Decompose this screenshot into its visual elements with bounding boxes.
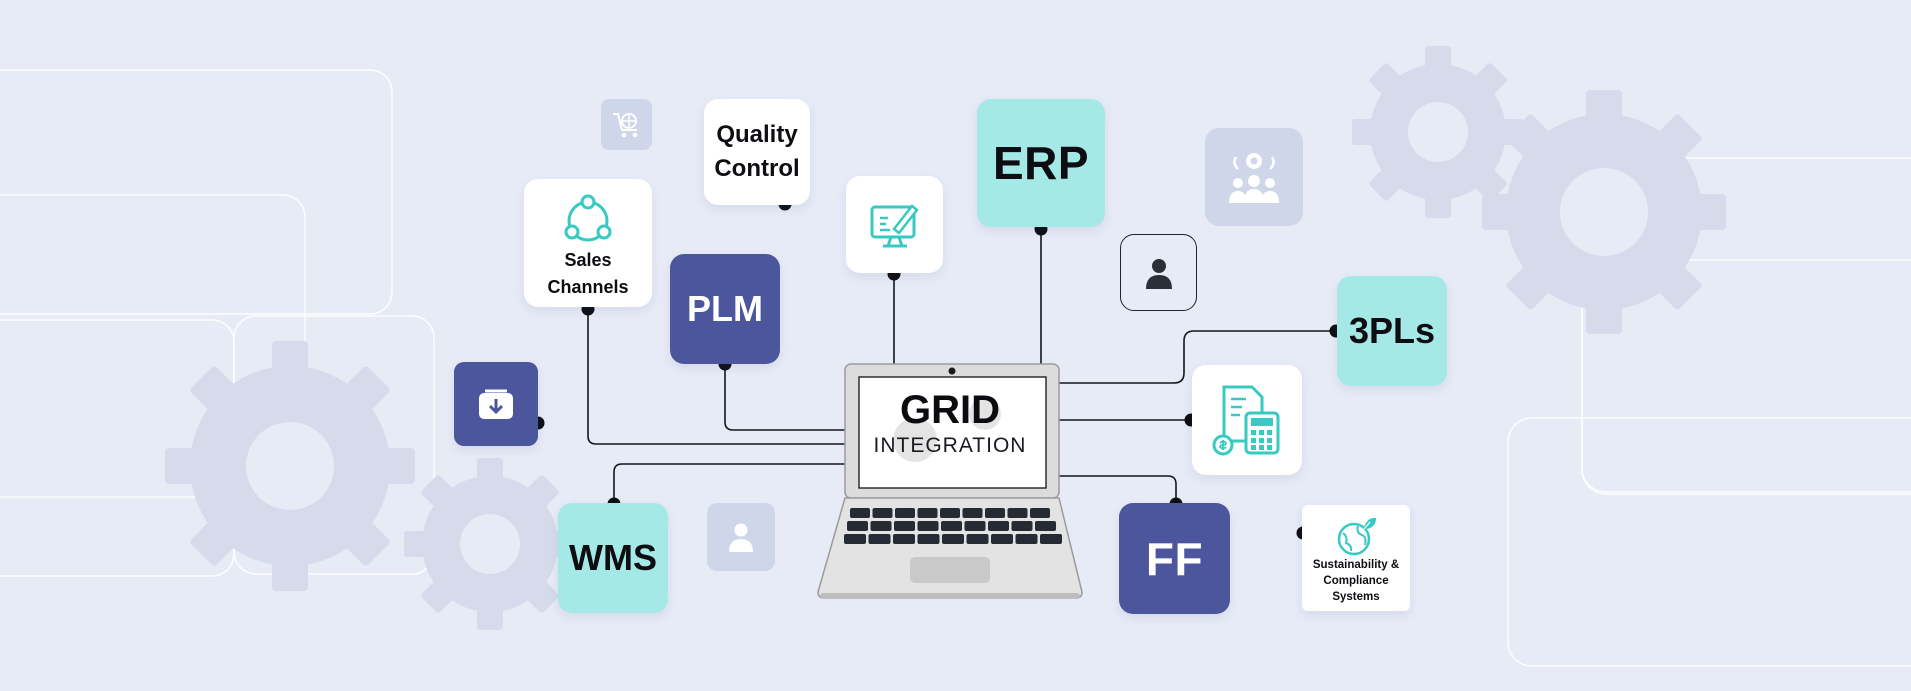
node-label-line: Control [714, 155, 800, 182]
node-sales-channels: Sales Channels [524, 179, 652, 307]
node-quality-control: Quality Control [704, 99, 810, 205]
keyboard-key [966, 534, 989, 544]
laptop-title: GRID [900, 388, 1000, 432]
keyboard-key [894, 521, 915, 531]
keyboard-key [844, 534, 866, 544]
download-box-icon [479, 389, 513, 419]
user-tile [1120, 234, 1197, 311]
keyboard-key [940, 508, 960, 518]
connector-wms [613, 463, 846, 504]
keyboard-key [893, 534, 915, 544]
invoice-tile [1192, 365, 1302, 475]
node-sustainability: Sustainability & Compliance Systems [1302, 505, 1410, 611]
keyboard-key [872, 508, 893, 518]
laptop-subtitle: INTEGRATION [873, 434, 1027, 457]
person-tile [707, 503, 775, 571]
node-ff: FF [1119, 503, 1230, 614]
keyboard-key [1030, 508, 1050, 518]
keyboard-key [964, 521, 986, 531]
node-label-line: Quality [716, 121, 798, 148]
node-label: FF [1145, 532, 1204, 585]
person-icon [729, 523, 753, 552]
node-label: ERP [992, 137, 1090, 189]
node-label-line: Sales [564, 250, 612, 270]
keyboard-key [917, 534, 940, 544]
keyboard-key [1035, 521, 1056, 531]
node-plm: PLM [670, 254, 780, 364]
node-3pls: 3PLs [1337, 276, 1447, 386]
keyboard-key [1015, 534, 1038, 544]
node-label-line: Compliance [1323, 575, 1389, 587]
node-label-line: Sustainability & [1312, 559, 1400, 571]
cart-tile [601, 99, 652, 150]
keyboard-key [942, 534, 964, 544]
keyboard-key [1040, 534, 1062, 544]
network-nodes-icon [564, 194, 612, 242]
keyboard-key [1007, 508, 1028, 518]
keyboard-key [917, 508, 938, 518]
keyboard-key [868, 534, 891, 544]
shopping-cart-globe-icon [612, 112, 637, 137]
download-tile [454, 362, 538, 446]
connector-3pls [1058, 330, 1336, 384]
node-label: 3PLs [1348, 310, 1436, 351]
keyboard-key [847, 521, 868, 531]
keyboard-key [962, 508, 983, 518]
keyboard-key [917, 521, 939, 531]
team-gear-icon [1229, 153, 1279, 203]
eco-globe-icon [1337, 517, 1376, 556]
keyboard-key [1011, 521, 1033, 531]
invoice-calculator-icon [1212, 385, 1280, 456]
team-tile [1205, 128, 1303, 226]
keyboard-key [895, 508, 915, 518]
node-label-line: Systems [1332, 591, 1380, 603]
monitor-pen-icon [870, 203, 919, 247]
connector-sales-channels [587, 309, 846, 445]
keyboard-key [850, 508, 870, 518]
node-erp: ERP [977, 99, 1105, 227]
keyboard-key [988, 521, 1009, 531]
gear-decor [165, 46, 1726, 630]
connector-plm [724, 364, 846, 431]
connector-ff [1058, 475, 1177, 504]
node-label: PLM [687, 288, 763, 329]
keyboard-key [985, 508, 1005, 518]
keyboard-key [870, 521, 892, 531]
node-label: WMS [569, 537, 657, 578]
node-wms: WMS [558, 503, 668, 613]
user-icon [1145, 258, 1172, 289]
keyboard-key [941, 521, 962, 531]
node-label-line: Channels [547, 277, 629, 297]
design-tile [846, 176, 943, 273]
keyboard-key [991, 534, 1013, 544]
